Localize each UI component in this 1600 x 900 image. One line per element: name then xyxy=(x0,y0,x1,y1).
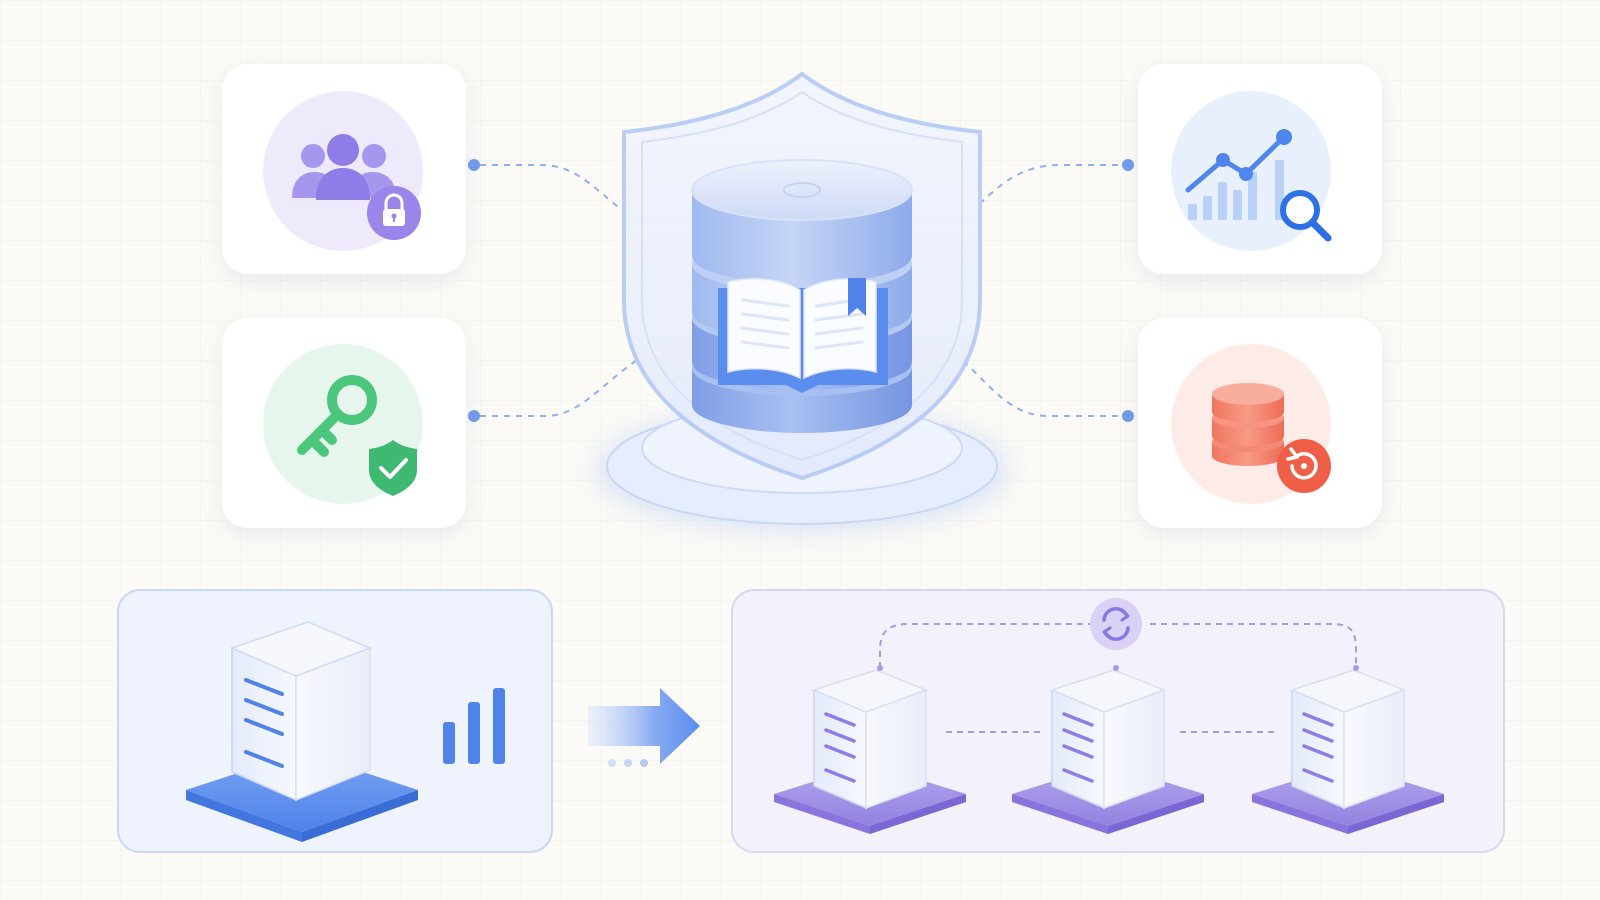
arrow-right-icon xyxy=(588,688,700,767)
connector-dot xyxy=(468,410,480,422)
server-icon xyxy=(774,669,966,834)
open-book-icon xyxy=(718,277,888,393)
connector-key-security xyxy=(468,357,641,417)
connector-backup xyxy=(959,357,1130,417)
connector-lines xyxy=(468,164,1130,417)
sync-icon xyxy=(1090,598,1142,650)
server-icon xyxy=(186,621,418,842)
cluster-links xyxy=(879,623,1357,733)
shield-inner-outline xyxy=(641,90,963,462)
server-icon xyxy=(1012,669,1204,834)
restore-icon xyxy=(1277,439,1331,493)
connector-dot xyxy=(1122,159,1134,171)
padlock-icon xyxy=(367,186,421,240)
card-access-control xyxy=(222,64,466,274)
connector-dot xyxy=(1122,410,1134,422)
signal-bars-icon xyxy=(443,688,505,764)
panel-single-server xyxy=(117,589,553,853)
card-analytics xyxy=(1138,64,1382,274)
connector-access-control xyxy=(468,164,623,211)
server-icon xyxy=(1252,669,1444,834)
database-icon xyxy=(1212,383,1284,466)
magnifier-icon xyxy=(1280,190,1332,242)
shield-check-icon xyxy=(369,440,417,496)
connector-analytics xyxy=(974,164,1130,209)
bookmark-icon xyxy=(848,278,866,316)
key-icon xyxy=(297,375,377,457)
card-key-security xyxy=(222,318,466,528)
user-group-icon xyxy=(292,134,396,200)
bar-chart-icon xyxy=(1188,160,1284,220)
panel-server-cluster xyxy=(731,589,1505,853)
central-secure-database xyxy=(597,71,1007,530)
card-backup-restore xyxy=(1138,318,1382,528)
connector-dots xyxy=(468,159,1134,422)
node-markers xyxy=(877,665,1359,671)
connector-dot xyxy=(468,159,480,171)
line-chart-icon xyxy=(1185,129,1292,193)
